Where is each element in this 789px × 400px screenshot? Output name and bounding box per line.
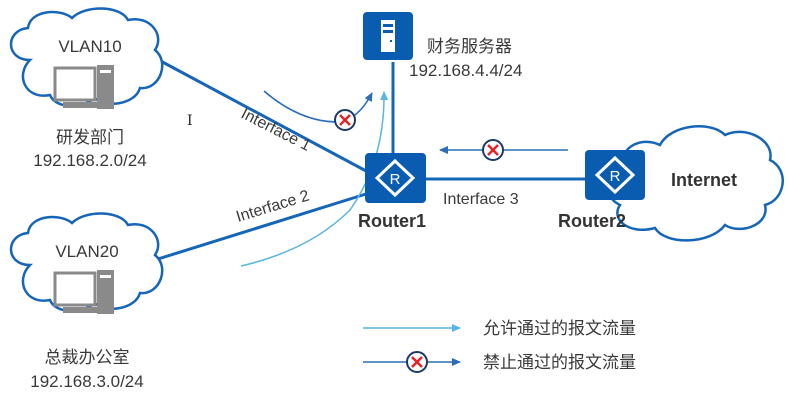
- vlan10-subnet: 192.168.2.0/24: [33, 151, 146, 170]
- interface1-label: Interface 1: [238, 105, 313, 155]
- cloud-icon: [606, 125, 784, 242]
- cloud-icon: [9, 212, 164, 313]
- deny-mark-icon: [406, 351, 428, 373]
- interface2-label: Interface 2: [234, 187, 311, 225]
- router2-name: Router2: [558, 211, 626, 231]
- pc-icon: [53, 270, 114, 314]
- svg-text:R: R: [390, 171, 401, 188]
- deny-mark-icon: [482, 139, 504, 161]
- denied-flow-vlan10-server: [263, 90, 373, 123]
- vlan10-cloud: VLAN10: [9, 7, 164, 109]
- text-cursor-icon: I: [187, 113, 193, 129]
- pc-icon: [53, 65, 114, 109]
- internet-label: Internet: [671, 170, 737, 190]
- deny-mark-icon: [334, 109, 356, 131]
- vlan10-label: VLAN10: [58, 37, 121, 56]
- cloud-icon: [9, 7, 164, 108]
- vlan20-label: VLAN20: [55, 242, 118, 261]
- legend-allowed-label: 允许通过的报文流量: [483, 319, 636, 339]
- vlan10-name: 研发部门: [56, 128, 124, 148]
- router-icon: R: [365, 153, 426, 203]
- vlan20-name: 总裁办公室: [45, 348, 130, 368]
- server-icon: [363, 12, 413, 60]
- internet-cloud: Internet: [606, 125, 784, 242]
- vlan20-subnet: 192.168.3.0/24: [30, 372, 143, 391]
- link-vlan20-router1: [157, 192, 367, 261]
- router1-name: Router1: [358, 211, 426, 231]
- router-icon: R: [585, 150, 645, 200]
- server-address: 192.168.4.4/24: [409, 61, 522, 80]
- legend: 允许通过的报文流量 禁止通过的报文流量: [363, 319, 636, 373]
- svg-text:R: R: [610, 168, 621, 185]
- legend-denied-label: 禁止通过的报文流量: [483, 353, 636, 373]
- vlan20-cloud: VLAN20: [9, 212, 164, 314]
- interface3-label: Interface 3: [443, 191, 519, 208]
- server-name: 财务服务器: [427, 37, 512, 57]
- allowed-flow-vlan20-server: [240, 91, 389, 267]
- link-vlan10-router1: [154, 56, 369, 174]
